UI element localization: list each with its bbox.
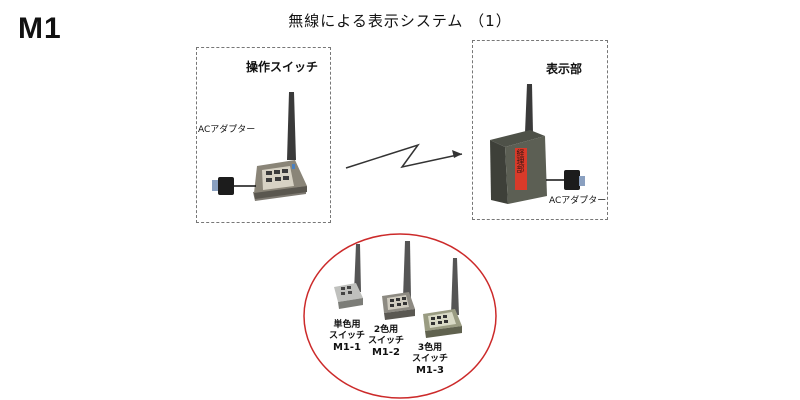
- variant-label-m1-3: 3色用 スイッチ M1-3: [407, 343, 453, 376]
- variants-circle: [303, 233, 497, 399]
- variant-line1: 2色用: [373, 325, 399, 335]
- display-text: 経理部: [516, 149, 525, 173]
- variant-line1: 3色用: [417, 343, 443, 353]
- ac-adapter-icon: [564, 170, 580, 190]
- variant-device-m1-3: [423, 258, 462, 338]
- switch-button: [283, 176, 289, 180]
- variant-code: M1-3: [415, 365, 445, 376]
- variant-label-m1-2: 2色用 スイッチ M1-2: [363, 325, 409, 358]
- switch-device: [212, 92, 307, 201]
- antenna-icon: [287, 92, 296, 160]
- model-code: M1: [18, 12, 62, 45]
- display-adapter-label: ACアダプター: [549, 196, 607, 206]
- page-title: 無線による表示システム （1）: [288, 12, 512, 30]
- display-panel: [515, 148, 527, 190]
- variant-line1: 単色用: [333, 320, 361, 330]
- variant-label-m1-1: 単色用 スイッチ M1-1: [322, 320, 372, 353]
- antenna-icon: [403, 241, 411, 298]
- switch-adapter-label: ACアダプター: [198, 125, 256, 135]
- variant-line2: スイッチ: [411, 354, 448, 364]
- switch-unit-label: 操作スイッチ: [246, 60, 319, 74]
- ac-adapter-plug: [212, 180, 220, 191]
- switch-button: [275, 177, 281, 181]
- display-device: [490, 84, 585, 204]
- variant-code: M1-2: [371, 347, 401, 358]
- variant-line2: スイッチ: [328, 331, 365, 341]
- variant-device-m1-1: [334, 244, 363, 309]
- switch-button: [266, 178, 272, 182]
- ac-adapter-plug: [579, 176, 585, 186]
- display-unit-label: 表示部: [546, 62, 583, 76]
- wireless-arrow-icon: [345, 143, 463, 169]
- switch-unit-box: [196, 47, 331, 223]
- ac-adapter-icon: [218, 177, 234, 195]
- switch-button: [282, 169, 288, 173]
- variant-device-m1-2: [382, 241, 415, 320]
- antenna-icon: [451, 258, 459, 315]
- display-unit-box: [472, 40, 608, 220]
- switch-button: [274, 170, 280, 174]
- variant-code: M1-1: [332, 342, 362, 353]
- antenna-icon: [354, 244, 361, 292]
- variant-line2: スイッチ: [367, 336, 404, 346]
- switch-button: [266, 171, 272, 175]
- antenna-icon: [525, 84, 533, 133]
